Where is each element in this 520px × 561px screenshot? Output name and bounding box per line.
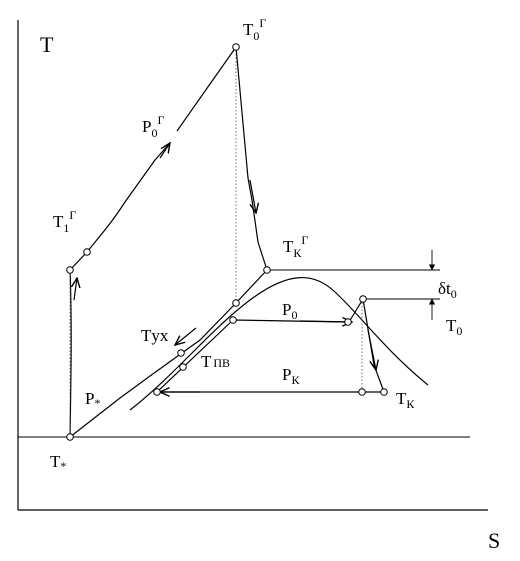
label-t-star: T* [50, 452, 66, 473]
label-t1g: T1Г [53, 208, 76, 235]
label-p-star: P* [85, 389, 100, 410]
point-t0 [359, 295, 367, 303]
point-tpv [179, 363, 187, 371]
expansion-arrow [249, 179, 256, 213]
point-saturated-steam [344, 318, 352, 326]
gas-heating-line [69, 46, 237, 271]
label-pk: PК [282, 365, 300, 387]
compression-arrow [74, 278, 77, 301]
point-t-star [66, 433, 74, 441]
feed-water-line [156, 319, 234, 393]
point-tk [380, 388, 388, 396]
t-axis-label: T [40, 32, 54, 57]
point-pk-start [153, 388, 161, 396]
label-tk: TК [396, 389, 415, 411]
label-p0g: P0Г [142, 113, 164, 140]
point-gas-mid [232, 299, 240, 307]
steam-expansion-line [362, 298, 385, 393]
point-tux [177, 349, 185, 357]
label-t0: T0 [446, 316, 462, 338]
superheat-line [348, 298, 364, 323]
label-tux: Tух [141, 326, 169, 345]
heating-arrow [159, 143, 170, 159]
evaporation-arrow [299, 321, 352, 322]
label-p0: P0 [282, 300, 297, 322]
s-axis-label: S [488, 528, 500, 553]
label-delta-t0: δt0 [438, 279, 457, 301]
label-t0g: T0Г [243, 16, 266, 43]
point-t1g [83, 248, 91, 256]
steam-expansion-arrow [367, 329, 376, 370]
point-t0g [232, 43, 240, 51]
exhaust-arrow [175, 327, 197, 345]
label-tkg: TКГ [283, 233, 308, 260]
point-tkg [263, 266, 271, 274]
point-evaporation-start [229, 316, 237, 324]
saturation-curve [129, 277, 429, 411]
point-compressor-out [66, 266, 74, 274]
point-condenser-dotted [358, 388, 366, 396]
exhaust-gas-line [69, 269, 268, 438]
gas-expansion-line [235, 46, 268, 271]
